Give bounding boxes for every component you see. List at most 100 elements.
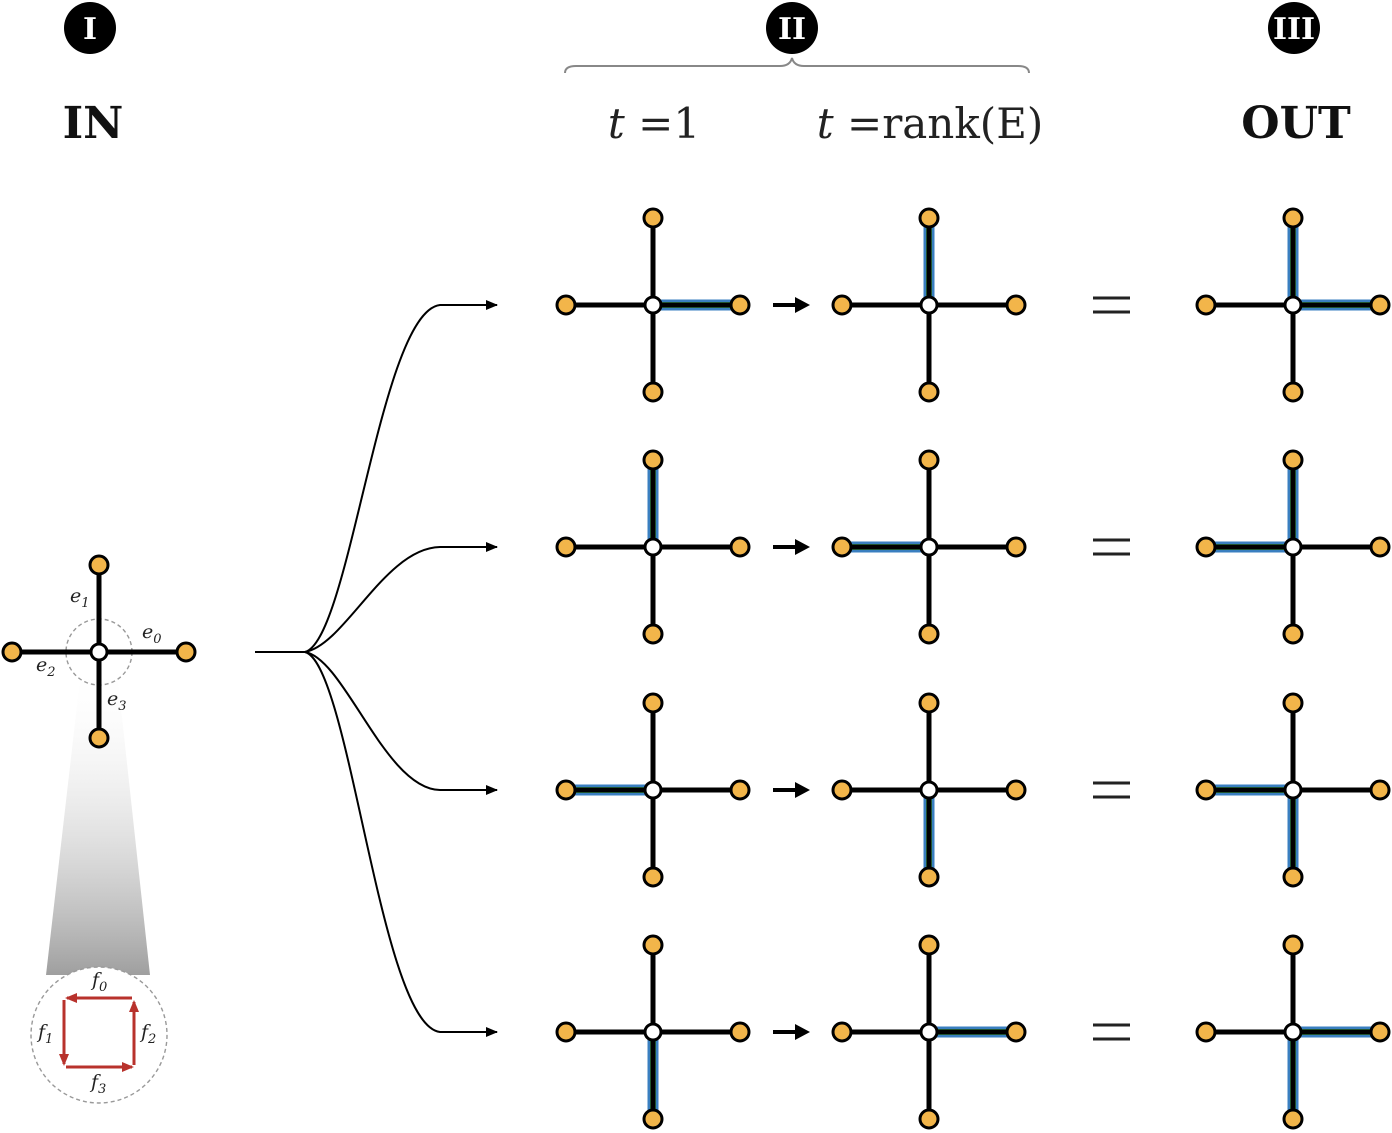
- node-up: [642, 449, 664, 471]
- node-up: [918, 207, 940, 229]
- row-4-step-2-graph: [831, 934, 1027, 1130]
- center-vertex: [1283, 295, 1303, 315]
- node-down: [918, 1108, 940, 1130]
- input-node-down: [88, 727, 110, 749]
- time-first-label: t =1: [608, 99, 700, 148]
- row-1-output-graph: [1195, 207, 1391, 403]
- stage-2-brace: [564, 57, 1030, 74]
- branch-arrow-row-4: [304, 651, 498, 1037]
- node-right: [1005, 1021, 1027, 1043]
- node-left: [831, 294, 853, 316]
- face-label-f1: f1: [36, 1021, 53, 1047]
- node-down: [1282, 1108, 1304, 1130]
- node-left: [1195, 1021, 1217, 1043]
- face-inset: f0 f1 f2 f3: [30, 966, 168, 1104]
- node-right: [729, 294, 751, 316]
- row-3-step-1-graph: [555, 692, 751, 888]
- node-right: [1369, 536, 1391, 558]
- row-4-step-1-graph: [555, 934, 751, 1130]
- node-right: [729, 779, 751, 801]
- node-right: [1369, 779, 1391, 801]
- node-left: [555, 294, 577, 316]
- row-3-step-2-graph: [831, 692, 1027, 888]
- center-vertex: [643, 780, 663, 800]
- input-graph: e1 e0 e2 e3 f0 f1 f2 f3: [1, 554, 197, 1104]
- center-vertex: [919, 537, 939, 557]
- input-node-up: [88, 554, 110, 576]
- center-vertex: [919, 780, 939, 800]
- stage-1-badge: [64, 2, 116, 54]
- step-arrow-head: [795, 1024, 810, 1040]
- center-vertex: [643, 295, 663, 315]
- node-down: [642, 1108, 664, 1130]
- face-label-f0: f0: [90, 969, 107, 995]
- node-down: [1282, 381, 1304, 403]
- row-2-output-graph: [1195, 449, 1391, 645]
- node-up: [1282, 692, 1304, 714]
- time-last-label: t =rank(E): [817, 99, 1044, 148]
- node-up: [918, 692, 940, 714]
- node-right: [1005, 536, 1027, 558]
- stage-3-label: OUT: [1241, 98, 1351, 149]
- step-arrow-head: [795, 297, 810, 313]
- edge-label-e1: e1: [70, 585, 90, 611]
- input-node-right: [175, 641, 197, 663]
- node-down: [1282, 623, 1304, 645]
- stage-1-numeral: I: [83, 12, 97, 47]
- edge-label-e3: e3: [107, 688, 127, 714]
- node-right: [1005, 779, 1027, 801]
- node-left: [1195, 779, 1217, 801]
- rows-layer: [555, 207, 1391, 1130]
- face-label-f2: f2: [139, 1021, 156, 1047]
- row-2-step-2-graph: [831, 449, 1027, 645]
- stage-2-numeral: II: [778, 12, 806, 47]
- row-1-step-1-graph: [555, 207, 751, 403]
- node-down: [918, 866, 940, 888]
- row-3-output-graph: [1195, 692, 1391, 888]
- row-1-step-2-graph: [831, 207, 1027, 403]
- node-left: [1195, 294, 1217, 316]
- node-left: [555, 536, 577, 558]
- center-vertex: [919, 295, 939, 315]
- node-down: [1282, 866, 1304, 888]
- node-left: [831, 779, 853, 801]
- node-down: [918, 623, 940, 645]
- node-right: [1369, 1021, 1391, 1043]
- node-left: [1195, 536, 1217, 558]
- center-vertex: [643, 1022, 663, 1042]
- branch-arrow-row-2: [304, 542, 498, 653]
- stage-1-header: I IN: [63, 2, 124, 149]
- row-1: [555, 207, 1391, 403]
- node-up: [642, 692, 664, 714]
- stage-2-header: II t =1 t =rank(E): [564, 2, 1044, 148]
- node-left: [555, 1021, 577, 1043]
- node-up: [918, 934, 940, 956]
- center-vertex: [1283, 537, 1303, 557]
- row-2: [555, 449, 1391, 645]
- node-down: [918, 381, 940, 403]
- face-label-f3: f3: [89, 1071, 106, 1097]
- stage-3-header: III OUT: [1241, 2, 1351, 149]
- stage-3-numeral: III: [1273, 12, 1315, 47]
- center-vertex: [919, 1022, 939, 1042]
- node-left: [555, 779, 577, 801]
- node-down: [642, 381, 664, 403]
- node-right: [729, 536, 751, 558]
- branch-arrow-row-1: [304, 300, 498, 653]
- stage-2-badge: [766, 2, 818, 54]
- node-down: [642, 866, 664, 888]
- input-node-left: [1, 641, 23, 663]
- node-right: [1369, 294, 1391, 316]
- node-right: [1005, 294, 1027, 316]
- zoom-beam: [46, 662, 150, 975]
- node-left: [831, 536, 853, 558]
- row-4: [555, 934, 1391, 1130]
- node-down: [642, 623, 664, 645]
- node-up: [642, 207, 664, 229]
- branch-arrows: [255, 300, 498, 1037]
- stage-1-label: IN: [63, 98, 124, 149]
- node-left: [831, 1021, 853, 1043]
- step-arrow-head: [795, 539, 810, 555]
- branch-arrow-row-3: [304, 651, 498, 795]
